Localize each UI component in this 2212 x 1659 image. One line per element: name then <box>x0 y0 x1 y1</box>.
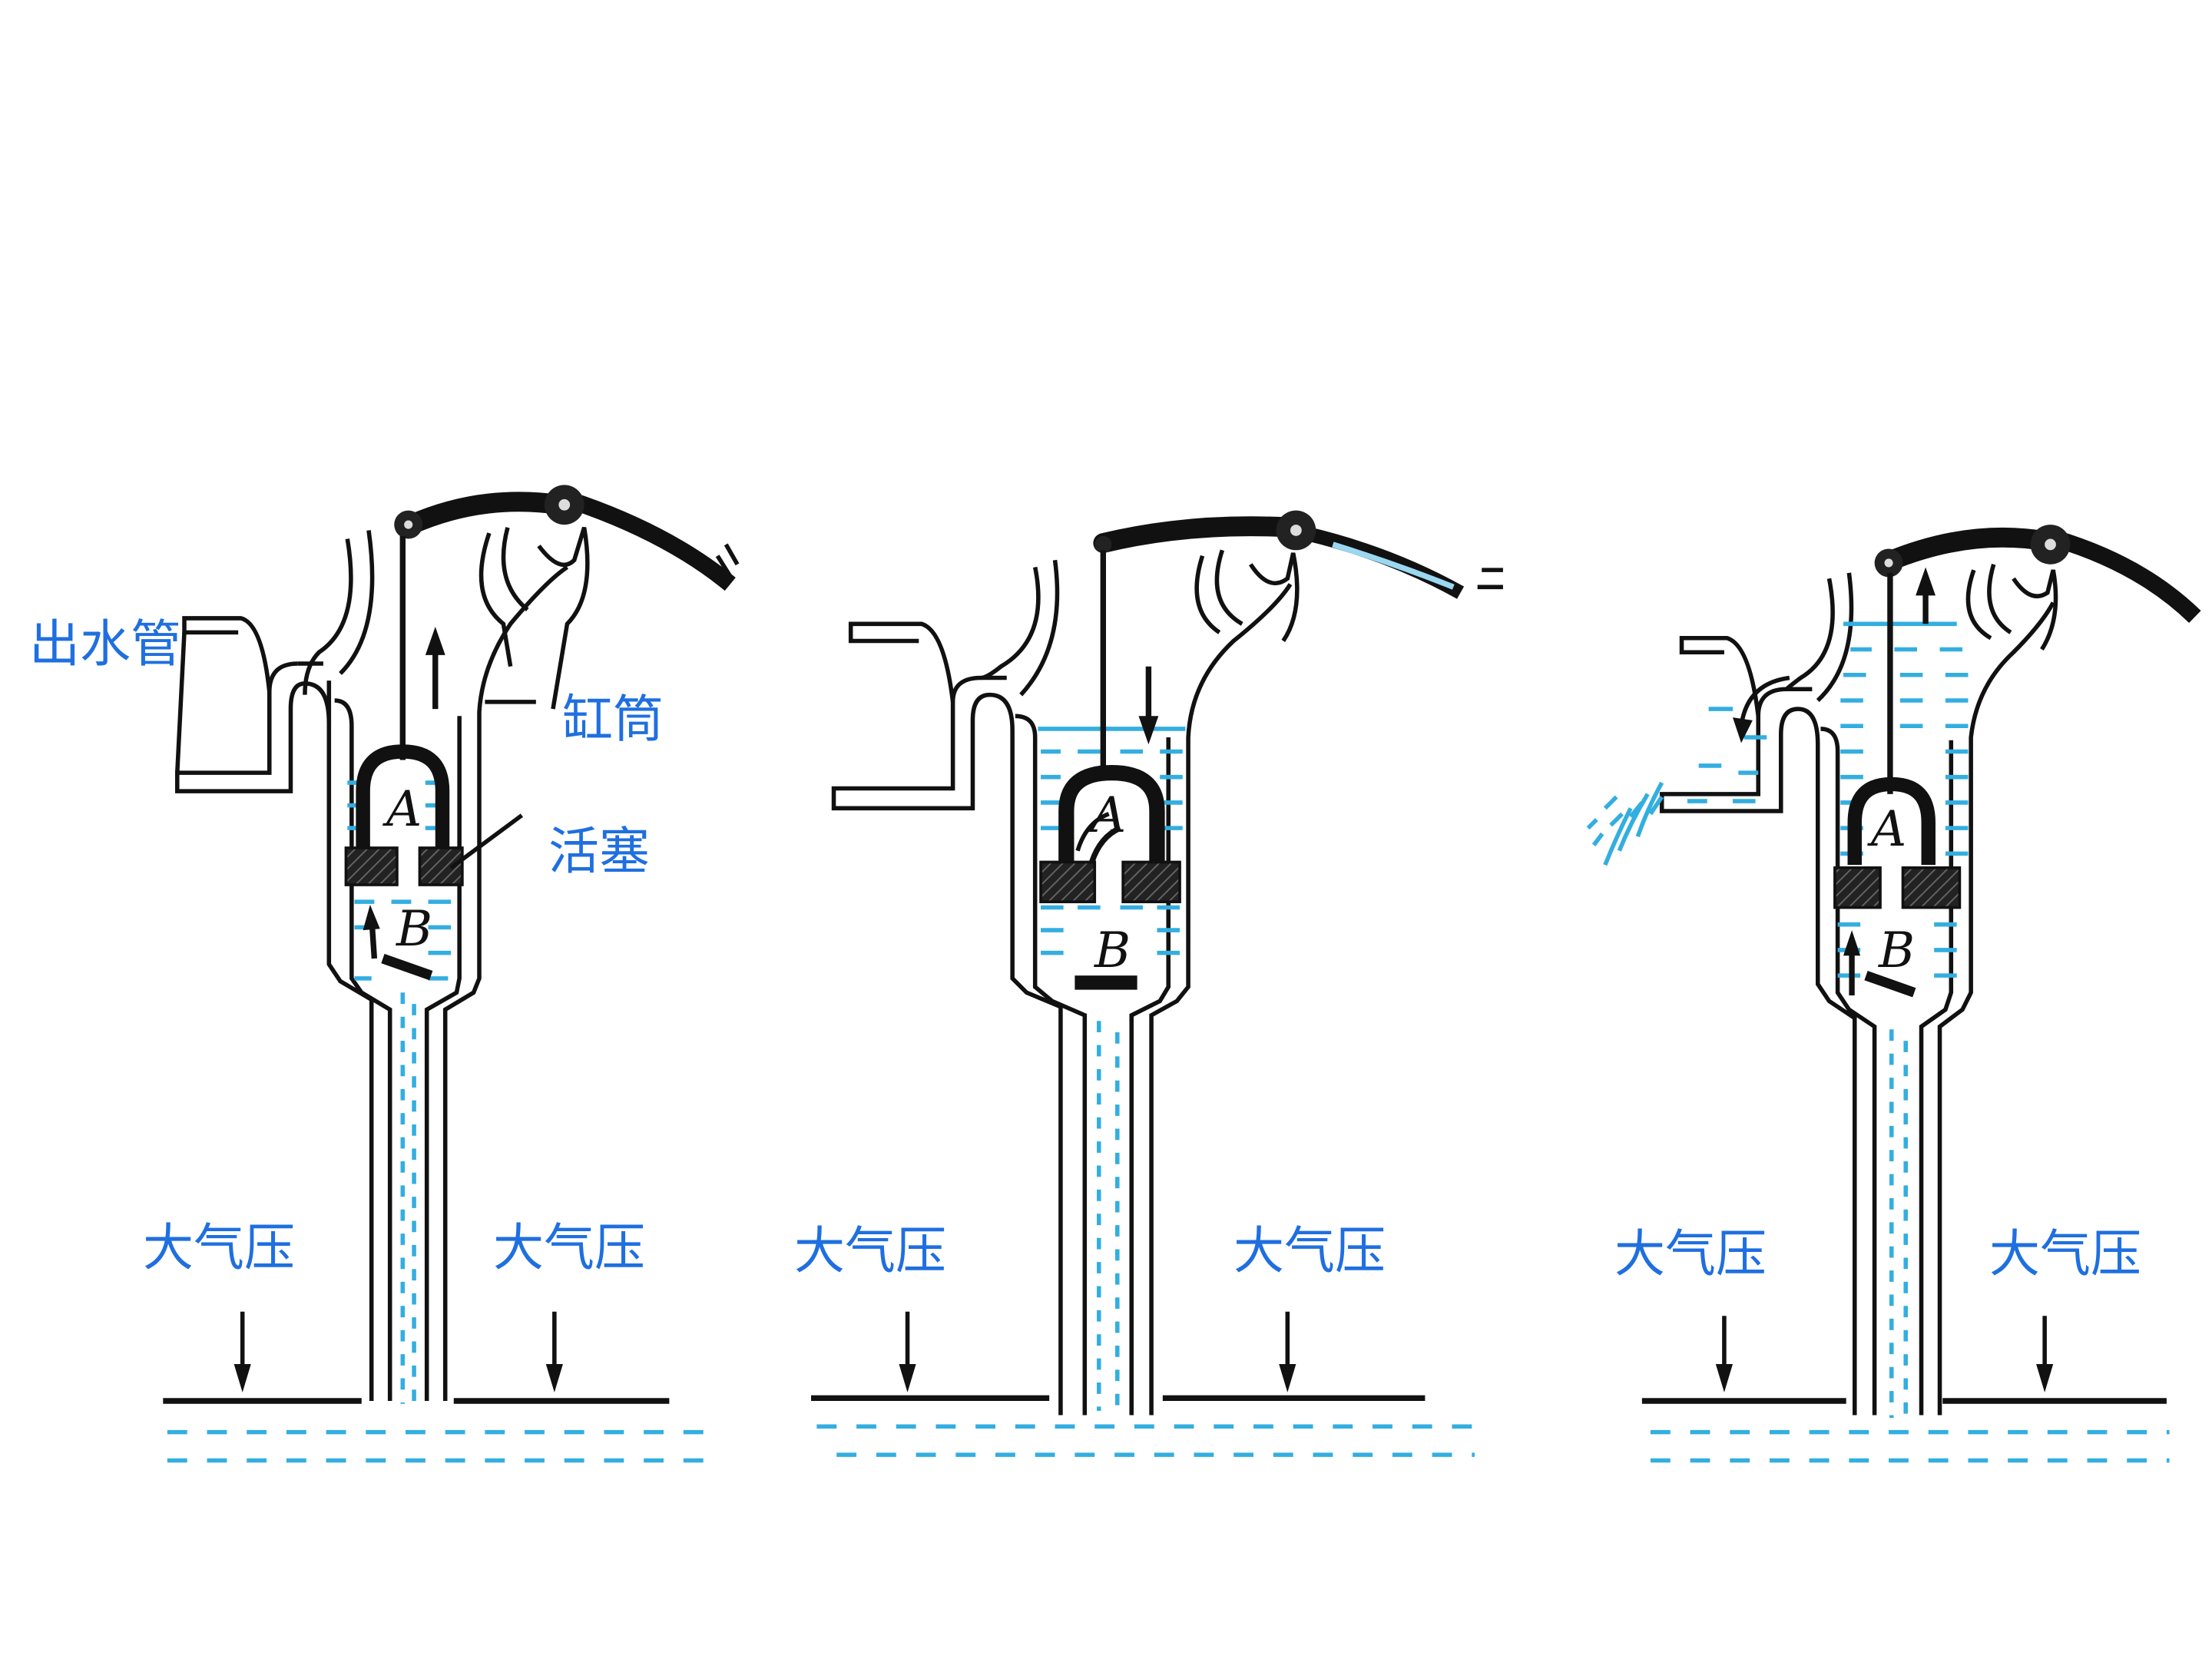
atm-pressure-label-1b: 大气压 <box>493 1218 645 1277</box>
piston-label: 活塞 <box>548 822 650 881</box>
atm-pressure-label-2a: 大气压 <box>794 1221 946 1280</box>
atm-pressure-label-3b: 大气压 <box>1989 1224 2141 1283</box>
valve-a-label-1: A <box>386 781 422 838</box>
water-spray <box>1586 781 1664 866</box>
valve-a-label-3: A <box>1871 801 1907 858</box>
valve-b-label-3: B <box>1879 922 1916 979</box>
pump-1-body <box>175 526 590 1401</box>
pump-2 <box>811 510 1503 1457</box>
pump-3-body <box>1659 563 2058 1416</box>
pump-3-handle <box>1874 525 2201 624</box>
valve-b-label-1: B <box>396 901 433 958</box>
valve-a-label-2: A <box>1091 787 1127 844</box>
atm-pressure-label-3a: 大气压 <box>1614 1224 1767 1283</box>
pump-3-pipe-water <box>1889 1029 1908 1419</box>
pump-1-handle <box>394 485 740 591</box>
pump-1 <box>163 485 740 1463</box>
valve-b-label-2: B <box>1094 922 1131 979</box>
pump-1-pipe-water <box>400 992 416 1404</box>
atm-pressure-label-1a: 大气压 <box>143 1218 295 1277</box>
pump-2-water <box>1038 727 1186 955</box>
pump-2-pipe-water <box>1097 1021 1120 1411</box>
pump-3 <box>1586 525 2201 1463</box>
pump-2-handle <box>1093 510 1503 599</box>
atm-pressure-label-2b: 大气压 <box>1233 1221 1386 1280</box>
outlet-pipe-label: 出水管 <box>29 614 181 674</box>
pump-2-body <box>831 549 1300 1416</box>
cylinder-label: 缸筒 <box>562 690 664 749</box>
pump-3-water <box>1687 621 1969 978</box>
